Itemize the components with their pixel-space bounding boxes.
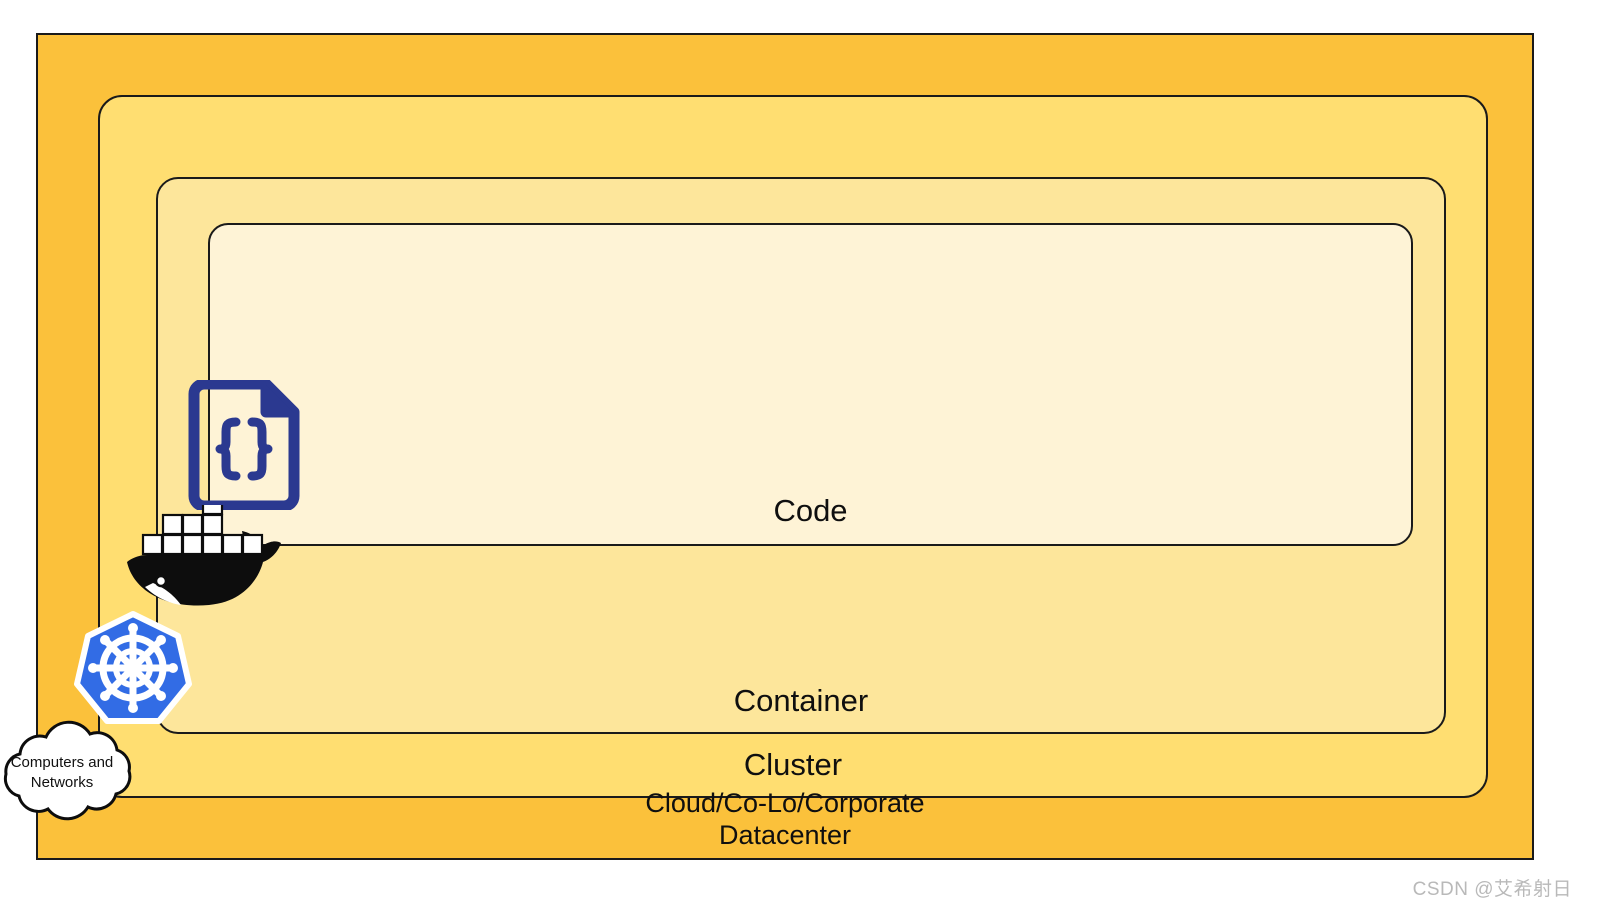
layer-label-code: Code (773, 493, 848, 529)
layer-datacenter[interactable]: Code Container Cluster Cloud/Co-Lo/Corpo… (36, 33, 1534, 860)
kubernetes-helm-icon (74, 608, 192, 726)
code-file-icon (184, 378, 304, 512)
docker-whale-icon (123, 493, 283, 610)
layer-label-container: Container (733, 683, 869, 719)
layer-code[interactable]: Code (208, 223, 1413, 546)
watermark: CSDN @艾希射日 (1412, 879, 1572, 900)
layer-container[interactable]: Code Container (156, 177, 1446, 734)
cloud-icon: Computers and Networks (0, 718, 150, 828)
layer-label-cluster: Cluster (743, 747, 843, 783)
layer-cluster[interactable]: Code Container Cluster (98, 95, 1488, 798)
